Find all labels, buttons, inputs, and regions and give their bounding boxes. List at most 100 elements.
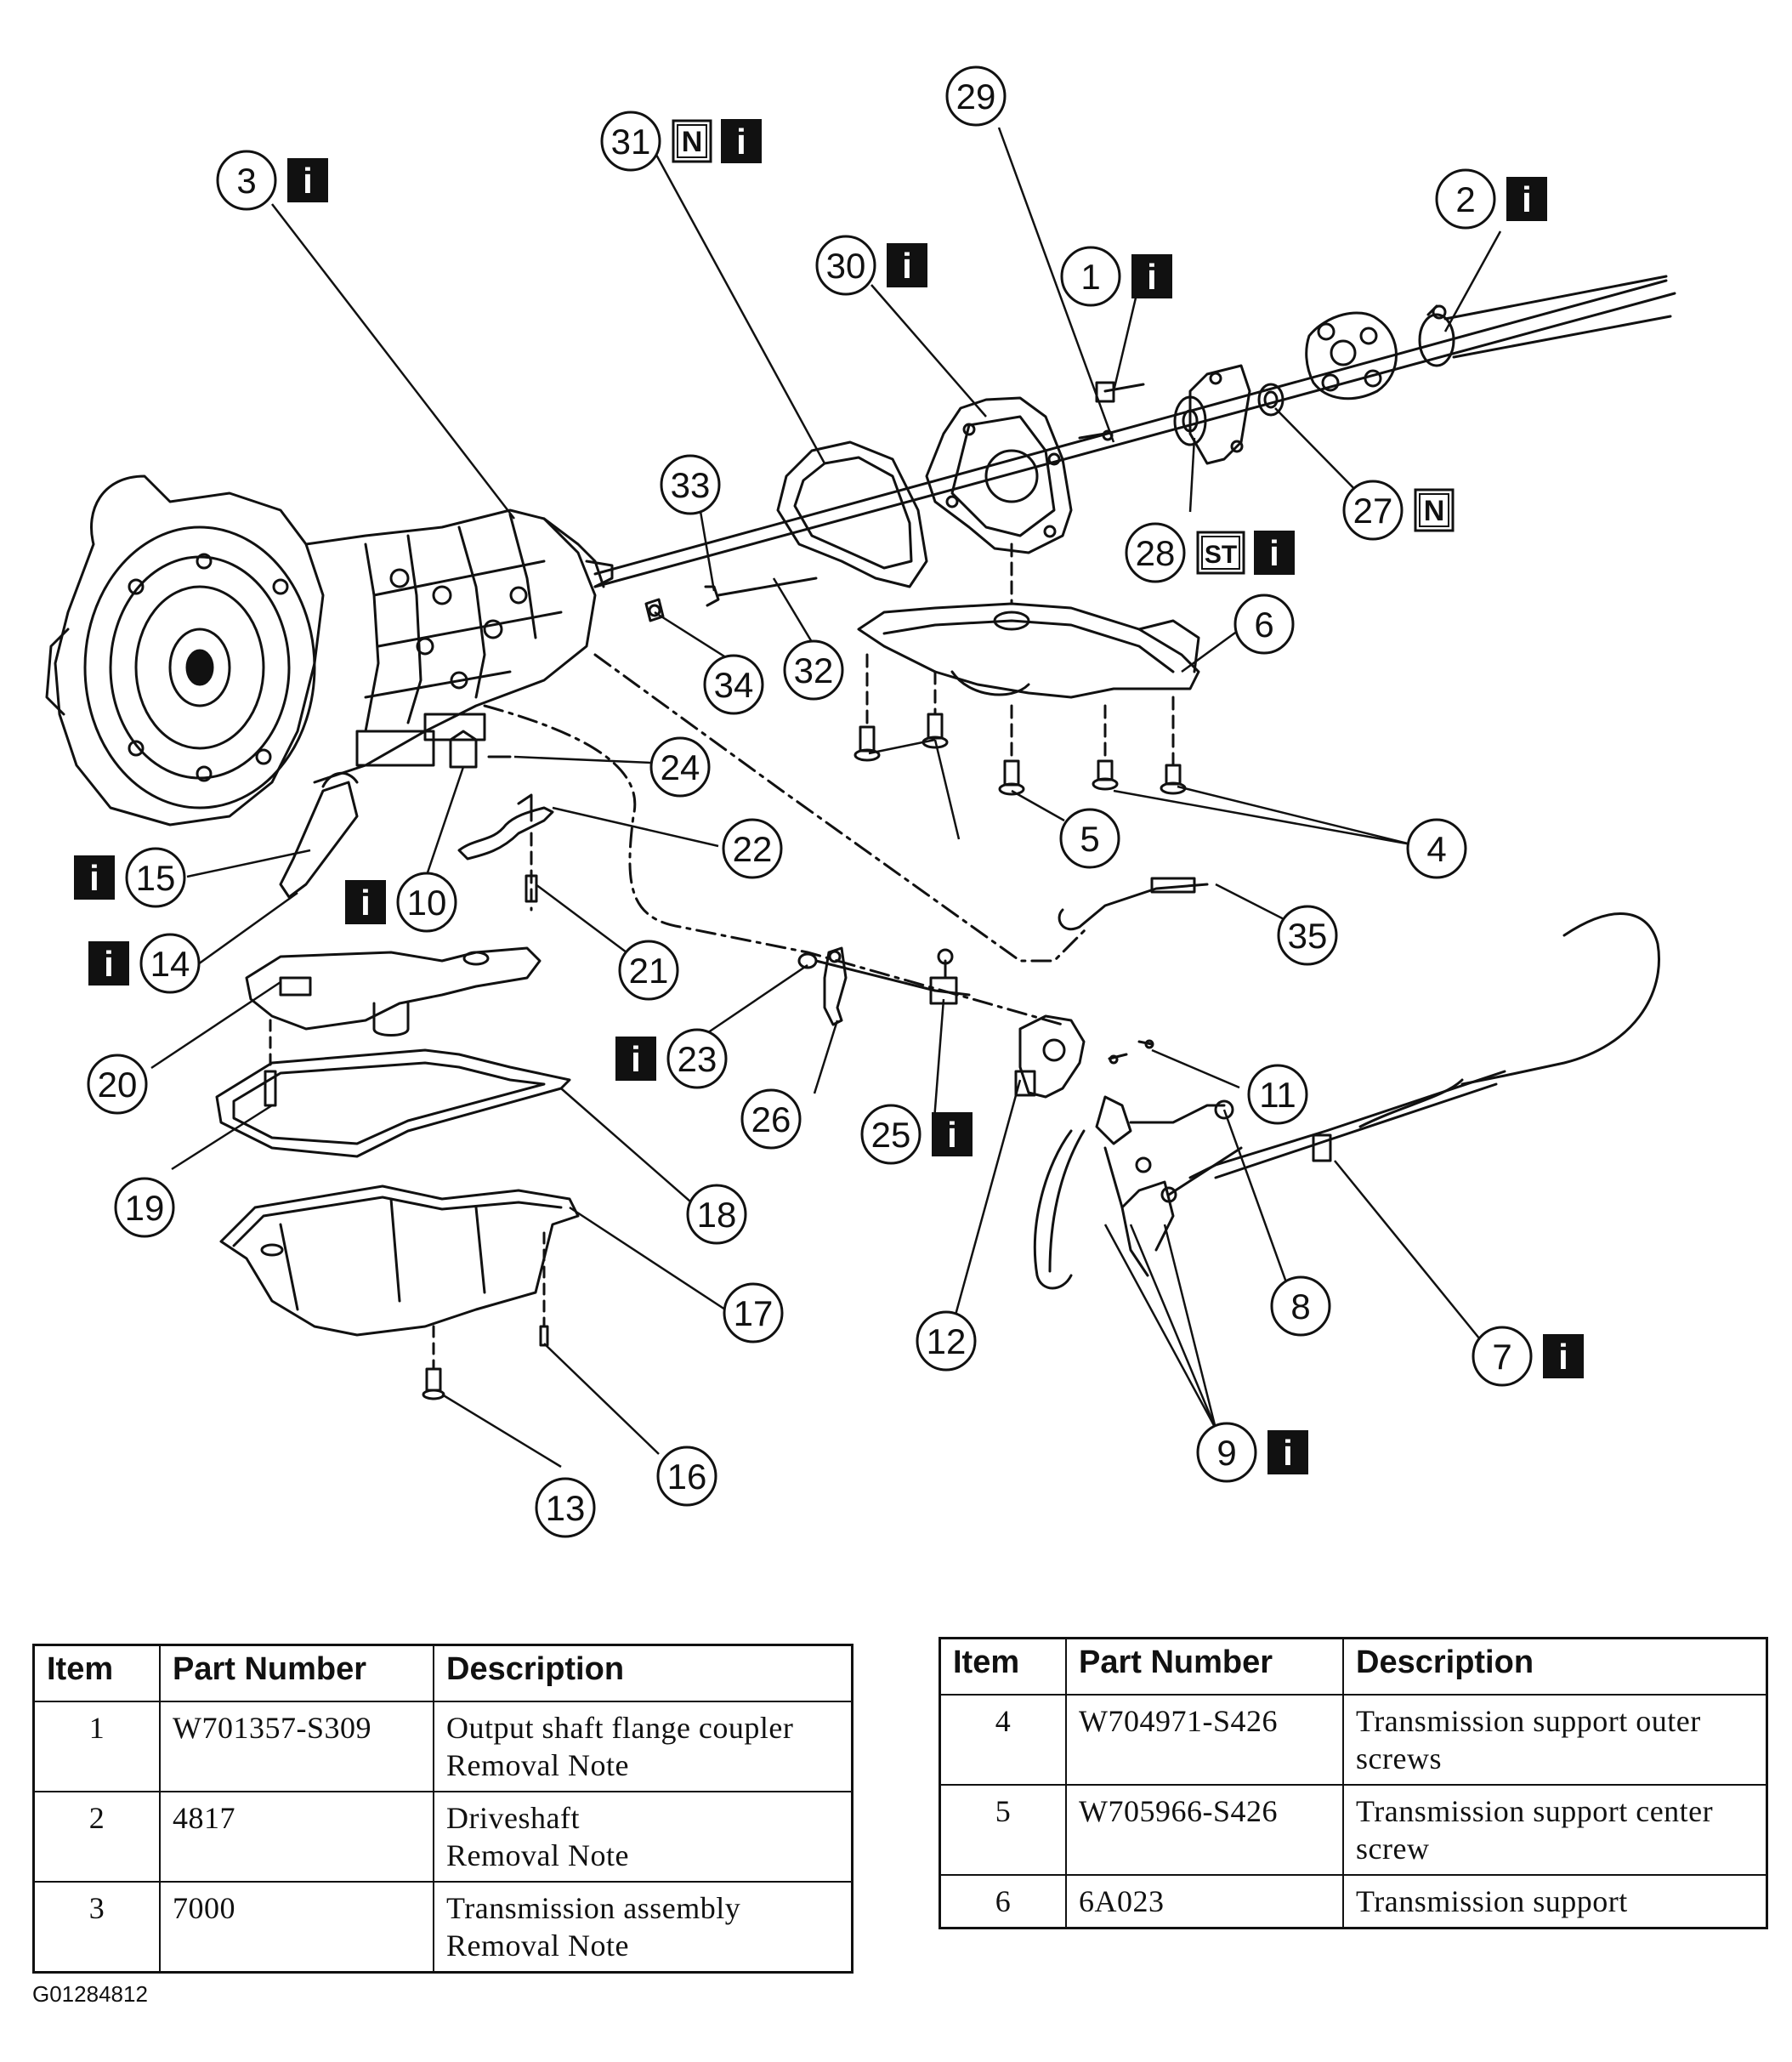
item-cell: 6 xyxy=(939,1874,1067,1929)
parts-table-left: Item Part Number Description 1 W701357-S… xyxy=(32,1644,853,1974)
callout-number: 9 xyxy=(1216,1433,1236,1473)
svg-text:N: N xyxy=(682,126,703,158)
part-number-cell: W701357-S309 xyxy=(159,1701,434,1792)
callout-34: 34 xyxy=(703,654,764,715)
callout-8: 8 xyxy=(1270,1275,1331,1337)
manual-lever-art xyxy=(797,946,937,1026)
callout-number: 28 xyxy=(1136,533,1176,573)
callout-33: 33 xyxy=(660,454,721,515)
info-icon[interactable]: i xyxy=(287,158,328,202)
item-cell: 3 xyxy=(32,1881,161,1974)
callout-circle xyxy=(945,65,1007,127)
callout-number: 20 xyxy=(98,1065,138,1105)
callout-circle xyxy=(1233,594,1295,655)
callout-number: 26 xyxy=(751,1099,791,1139)
info-icon[interactable]: i xyxy=(1131,254,1172,298)
removal-note-link[interactable]: Removal Note xyxy=(446,1748,629,1782)
callout-number: 29 xyxy=(956,77,996,116)
column-header-part-number: Part Number xyxy=(1065,1637,1344,1696)
table-row: 1 W701357-S309 Output shaft flange coupl… xyxy=(32,1701,853,1792)
callout-22: 22 xyxy=(722,818,783,879)
callout-circle xyxy=(535,1477,596,1538)
callout-circle xyxy=(722,818,783,879)
leader-lines xyxy=(150,127,1502,1468)
callout-number: 17 xyxy=(734,1293,774,1333)
callout-number: 31 xyxy=(611,122,651,162)
callout-circle xyxy=(396,872,457,933)
info-icon[interactable]: i xyxy=(88,941,129,986)
svg-text:i: i xyxy=(1269,533,1279,573)
callout-17: 17 xyxy=(723,1282,784,1343)
callout-circle xyxy=(600,111,661,172)
callout-4: 4 xyxy=(1406,818,1467,879)
callout-circle xyxy=(114,1177,175,1238)
svg-text:N: N xyxy=(1424,495,1445,527)
svg-text:i: i xyxy=(360,883,371,923)
callout-circle xyxy=(216,150,277,211)
removal-note-link[interactable]: Removal Note xyxy=(446,1929,629,1963)
callout-number: 12 xyxy=(927,1321,967,1361)
svg-text:i: i xyxy=(1283,1433,1293,1473)
callout-number: 34 xyxy=(714,665,754,705)
callout-32: 32 xyxy=(783,639,844,701)
shaft-art xyxy=(929,948,971,1005)
description-line: Transmission assembly xyxy=(446,1891,741,1925)
callout-circle xyxy=(1435,168,1496,230)
description-cell: Driveshaft Removal Note xyxy=(433,1791,853,1883)
callout-number: 3 xyxy=(236,161,256,201)
special-tool-badge: ST xyxy=(1196,531,1245,575)
callout-15: 15i xyxy=(74,847,186,908)
info-icon[interactable]: i xyxy=(345,880,386,924)
table-row: 5 W705966-S426 Transmission support cent… xyxy=(939,1784,1768,1876)
info-icon[interactable]: i xyxy=(74,855,115,900)
info-icon[interactable]: i xyxy=(1267,1430,1308,1474)
info-icon[interactable]: i xyxy=(932,1112,973,1156)
info-icon[interactable]: i xyxy=(887,243,927,287)
callout-circle xyxy=(656,1446,717,1507)
info-icon[interactable]: i xyxy=(615,1037,656,1081)
callout-20: 20 xyxy=(87,1054,148,1115)
table-row: 3 7000 Transmission assembly Removal Not… xyxy=(32,1881,853,1974)
part-number-cell: W704971-S426 xyxy=(1065,1694,1344,1786)
callout-circle xyxy=(139,933,201,994)
description-line: Output shaft flange coupler xyxy=(446,1711,794,1745)
info-icon[interactable]: i xyxy=(1254,531,1295,575)
svg-text:i: i xyxy=(1558,1337,1568,1377)
figure-id: G01284812 xyxy=(32,1981,148,2007)
callout-number: 8 xyxy=(1290,1287,1310,1326)
callout-35: 35 xyxy=(1277,905,1338,966)
callout-number: 11 xyxy=(1259,1075,1296,1115)
callout-14: 14i xyxy=(88,933,201,994)
callout-circle xyxy=(660,454,721,515)
info-icon[interactable]: i xyxy=(721,119,762,163)
callout-29: 29 xyxy=(945,65,1007,127)
crossmember-art xyxy=(857,602,1200,699)
svg-text:i: i xyxy=(902,246,912,286)
callout-12: 12 xyxy=(916,1310,977,1372)
part-number-cell: W705966-S426 xyxy=(1065,1784,1344,1876)
callout-number: 7 xyxy=(1492,1337,1511,1377)
callout-24: 24 xyxy=(649,736,711,798)
callout-11: 11 xyxy=(1247,1064,1308,1125)
callout-circle xyxy=(1342,480,1404,541)
description-cell: Transmission support center screw xyxy=(1342,1784,1768,1876)
callout-circle xyxy=(1060,246,1121,307)
removal-note-link[interactable]: Removal Note xyxy=(446,1838,629,1872)
new-part-badge: N xyxy=(1414,488,1455,532)
info-icon[interactable]: i xyxy=(1506,177,1547,221)
column-header-part-number: Part Number xyxy=(159,1644,434,1702)
part-number-cell: 4817 xyxy=(159,1791,434,1883)
callout-18: 18 xyxy=(686,1184,747,1245)
info-icon[interactable]: i xyxy=(1543,1334,1584,1378)
svg-text:i: i xyxy=(303,161,313,201)
callout-circle xyxy=(1406,818,1467,879)
callout-circle xyxy=(703,654,764,715)
callout-21: 21 xyxy=(618,940,679,1001)
svg-text:ST: ST xyxy=(1205,541,1237,569)
